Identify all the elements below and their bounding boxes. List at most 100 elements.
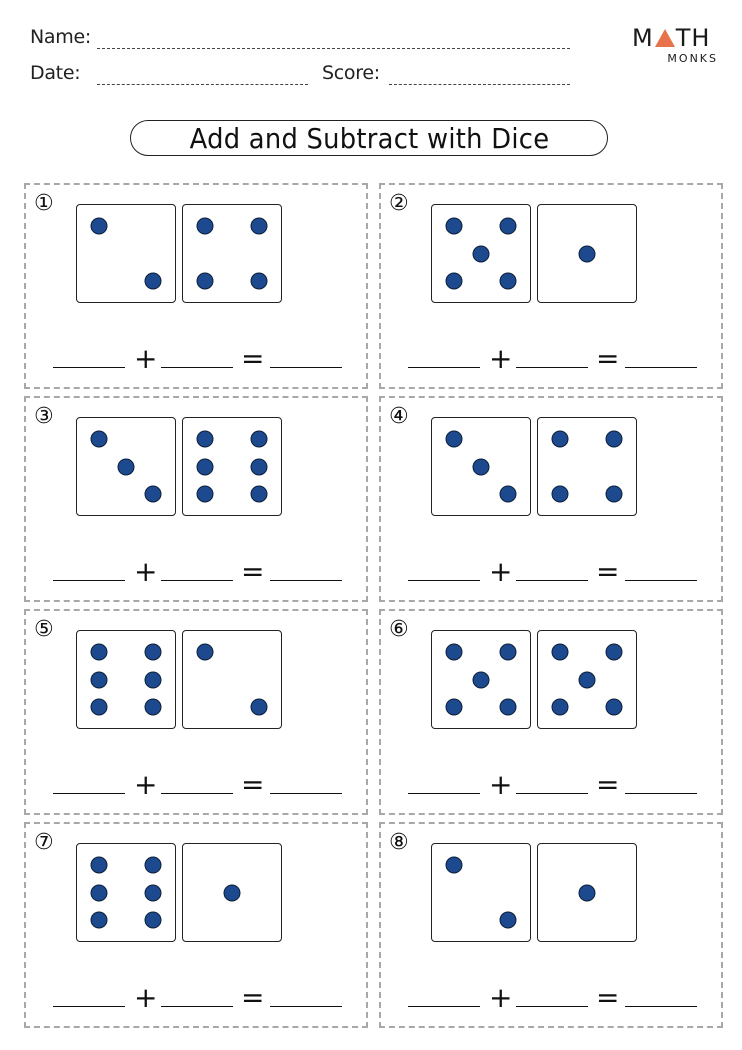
pip-dot bbox=[250, 698, 268, 716]
answer-blank[interactable] bbox=[270, 1006, 342, 1007]
pip-dot bbox=[250, 485, 268, 503]
pip-dot bbox=[551, 485, 569, 503]
equals-sign: = bbox=[241, 981, 265, 1014]
pip-dot bbox=[499, 272, 517, 290]
addend-1-blank[interactable] bbox=[53, 1006, 125, 1007]
equals-sign: = bbox=[596, 981, 620, 1014]
problem-number: ⑦ bbox=[34, 830, 54, 855]
problem-panel-7: ⑦ + = bbox=[24, 822, 368, 1028]
right-die-face-4 bbox=[182, 204, 282, 303]
equals-sign: = bbox=[241, 768, 265, 801]
pip-dot bbox=[605, 485, 623, 503]
problem-panel-5: ⑤+= bbox=[24, 609, 368, 815]
addend-1-blank[interactable] bbox=[408, 367, 480, 368]
logo-subtitle: MONKS bbox=[667, 52, 718, 65]
answer-blank[interactable] bbox=[625, 793, 697, 794]
name-field[interactable] bbox=[97, 48, 570, 49]
logo-letters-th: TH bbox=[675, 24, 711, 52]
addend-1-blank[interactable] bbox=[408, 793, 480, 794]
answer-blank[interactable] bbox=[625, 367, 697, 368]
pip-dot bbox=[196, 643, 214, 661]
addend-1-blank[interactable] bbox=[53, 580, 125, 581]
addend-2-blank[interactable] bbox=[516, 1006, 588, 1007]
problem-number: ② bbox=[389, 191, 409, 216]
pip-dot bbox=[499, 911, 517, 929]
pip-dot bbox=[90, 856, 108, 874]
problem-number: ⑥ bbox=[389, 617, 409, 642]
addend-1-blank[interactable] bbox=[408, 580, 480, 581]
addend-2-blank[interactable] bbox=[516, 367, 588, 368]
addend-2-blank[interactable] bbox=[516, 580, 588, 581]
right-die-face-5 bbox=[537, 630, 637, 729]
plus-sign: + bbox=[489, 342, 513, 375]
addend-2-blank[interactable] bbox=[161, 580, 233, 581]
pip-dot bbox=[144, 911, 162, 929]
pip-dot bbox=[445, 217, 463, 235]
answer-blank[interactable] bbox=[625, 1006, 697, 1007]
score-field[interactable] bbox=[389, 84, 570, 85]
plus-sign: + bbox=[489, 981, 513, 1014]
pip-dot bbox=[605, 643, 623, 661]
equals-sign: = bbox=[596, 555, 620, 588]
pip-dot bbox=[144, 272, 162, 290]
pip-dot bbox=[90, 884, 108, 901]
right-die-face-1 bbox=[537, 843, 637, 942]
problem-number: ③ bbox=[34, 404, 54, 429]
addend-1-blank[interactable] bbox=[408, 1006, 480, 1007]
addend-2-blank[interactable] bbox=[516, 793, 588, 794]
score-label: Score: bbox=[322, 62, 380, 84]
answer-blank[interactable] bbox=[625, 580, 697, 581]
right-die-face-2 bbox=[182, 630, 282, 729]
pip-dot bbox=[250, 458, 268, 475]
left-die-face-6 bbox=[76, 843, 176, 942]
title-text: Add and Subtract with Dice bbox=[189, 121, 549, 155]
pip-dot bbox=[196, 272, 214, 290]
answer-blank[interactable] bbox=[270, 367, 342, 368]
left-die-face-5 bbox=[431, 204, 531, 303]
pip-dot bbox=[472, 458, 490, 475]
pip-dot bbox=[90, 911, 108, 929]
addend-1-blank[interactable] bbox=[53, 367, 125, 368]
left-die-face-3 bbox=[431, 417, 531, 516]
answer-blank[interactable] bbox=[270, 580, 342, 581]
pip-dot bbox=[223, 884, 241, 901]
left-die-face-2 bbox=[431, 843, 531, 942]
pip-dot bbox=[551, 430, 569, 448]
pip-dot bbox=[605, 430, 623, 448]
answer-blank[interactable] bbox=[270, 793, 342, 794]
equals-sign: = bbox=[241, 342, 265, 375]
worksheet-title: Add and Subtract with Dice bbox=[130, 120, 608, 156]
pip-dot bbox=[445, 643, 463, 661]
right-die-face-1 bbox=[182, 843, 282, 942]
left-die-face-5 bbox=[431, 630, 531, 729]
addend-2-blank[interactable] bbox=[161, 793, 233, 794]
problem-number: ④ bbox=[389, 404, 409, 429]
pip-dot bbox=[90, 217, 108, 235]
pip-dot bbox=[605, 698, 623, 716]
equals-sign: = bbox=[596, 342, 620, 375]
pip-dot bbox=[472, 671, 490, 688]
problem-panel-1: ①+= bbox=[24, 183, 368, 389]
pip-dot bbox=[250, 217, 268, 235]
pip-dot bbox=[578, 884, 596, 901]
pip-dot bbox=[90, 643, 108, 661]
problem-number: ⑤ bbox=[34, 617, 54, 642]
pip-dot bbox=[90, 698, 108, 716]
pip-dot bbox=[196, 217, 214, 235]
plus-sign: + bbox=[489, 768, 513, 801]
name-label: Name: bbox=[30, 26, 91, 48]
pip-dot bbox=[499, 643, 517, 661]
pip-dot bbox=[499, 698, 517, 716]
pip-dot bbox=[196, 430, 214, 448]
problem-panel-3: ③+= bbox=[24, 396, 368, 602]
logo-letter-m: M bbox=[632, 24, 654, 52]
pip-dot bbox=[196, 485, 214, 503]
date-field[interactable] bbox=[97, 84, 308, 85]
equals-sign: = bbox=[241, 555, 265, 588]
pip-dot bbox=[144, 884, 162, 901]
addend-2-blank[interactable] bbox=[161, 1006, 233, 1007]
addend-2-blank[interactable] bbox=[161, 367, 233, 368]
addend-1-blank[interactable] bbox=[53, 793, 125, 794]
plus-sign: + bbox=[134, 981, 158, 1014]
pip-dot bbox=[90, 671, 108, 688]
